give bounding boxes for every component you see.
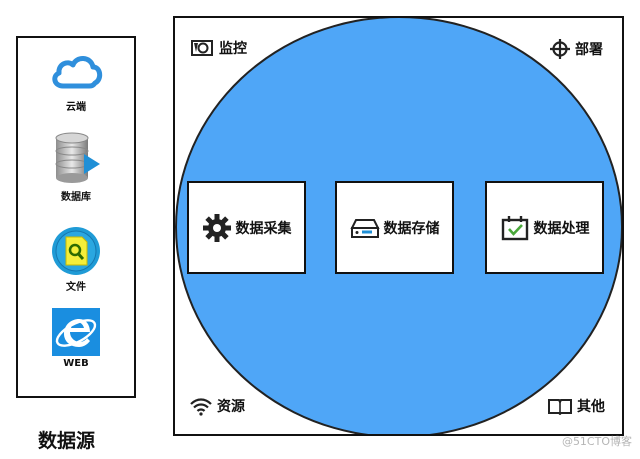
- source-file-label: 文件: [66, 282, 86, 293]
- process-handling-label: 数据处理: [533, 220, 590, 237]
- process-collection-label: 数据采集: [235, 220, 292, 237]
- source-cloud: 云端: [18, 52, 134, 113]
- gear-icon: [202, 213, 231, 242]
- wifi-icon: [190, 398, 212, 416]
- book-icon: [548, 399, 572, 415]
- source-web: WEB: [18, 308, 134, 369]
- ie-browser-icon: [52, 308, 100, 356]
- source-database-label: 数据库: [61, 192, 91, 203]
- corner-other-label: 其他: [577, 399, 605, 415]
- file-search-icon: [52, 227, 100, 275]
- source-database: 数据库: [18, 132, 134, 203]
- database-icon: [55, 132, 100, 183]
- monitor-icon: [191, 40, 213, 56]
- corner-other: 其他: [547, 396, 605, 416]
- corner-resources: 资源: [189, 396, 245, 416]
- process-storage-label: 数据存储: [383, 220, 440, 237]
- source-file: 文件: [18, 226, 134, 293]
- watermark: @51CTO博客: [561, 435, 632, 448]
- corner-resources-label: 资源: [217, 399, 245, 415]
- corner-deploy: 部署: [549, 38, 603, 60]
- crosshair-icon: [550, 39, 570, 59]
- corner-monitor: 监控: [189, 38, 247, 58]
- data-source-panel: 云端 数据库 文件: [16, 36, 136, 398]
- process-storage: 数据存储: [335, 181, 454, 274]
- cloud-icon: [52, 56, 103, 89]
- platform-frame: 监控 部署 资源 其他: [173, 16, 624, 436]
- process-collection: 数据采集: [187, 181, 306, 274]
- source-web-label: WEB: [63, 358, 89, 369]
- processing-icon: [501, 215, 528, 240]
- storage-icon: [349, 218, 380, 238]
- data-source-title: 数据源: [38, 430, 96, 452]
- corner-monitor-label: 监控: [219, 41, 247, 57]
- process-handling: 数据处理: [485, 181, 604, 274]
- source-cloud-label: 云端: [66, 102, 86, 113]
- corner-deploy-label: 部署: [575, 42, 603, 58]
